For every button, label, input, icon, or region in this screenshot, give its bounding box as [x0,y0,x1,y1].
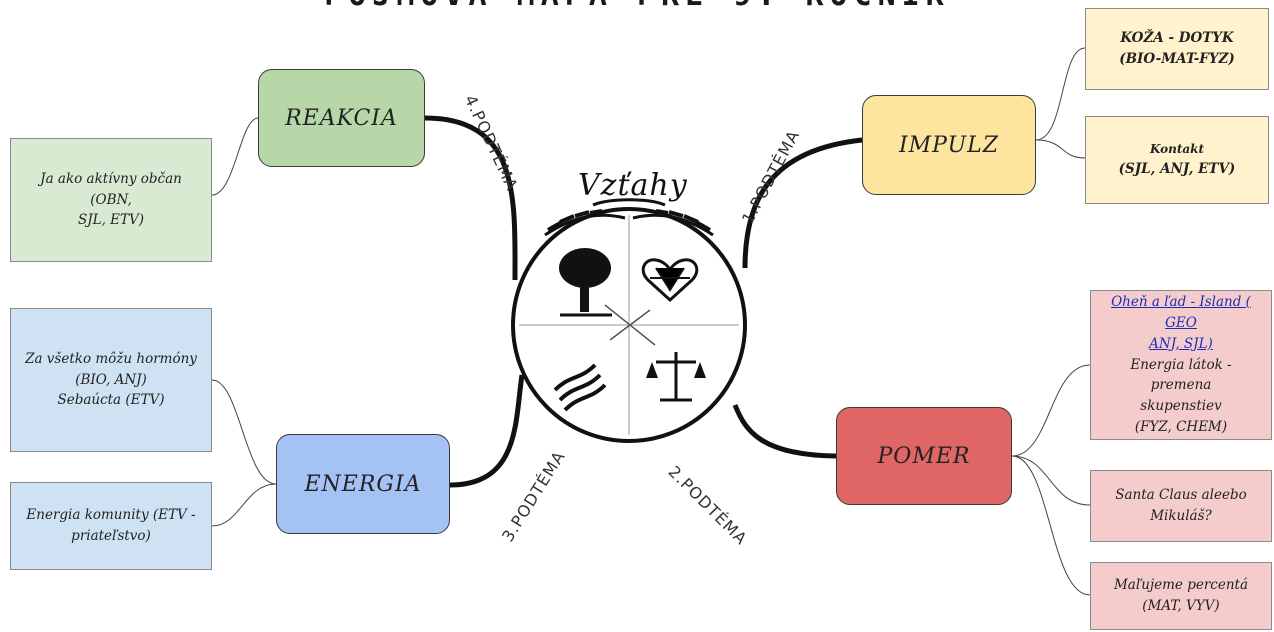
center-emblem [513,200,745,441]
leaf-impulz-1[interactable]: KOŽA - DOTYK (BIO-MAT-FYZ) [1085,8,1269,90]
node-reakcia[interactable]: REAKCIA [258,69,425,167]
center-label: Vzťahy [578,168,688,203]
leaf-line: (BIO, ANJ) [75,370,147,391]
leaf-link[interactable]: ANJ, SJL) [1149,334,1213,355]
leaf-pomer-2[interactable]: Santa Claus aleebo Mikuláš? [1090,470,1272,542]
node-pomer[interactable]: POMER [836,407,1012,505]
leaf-energia-2[interactable]: Energia komunity (ETV - priateľstvo) [10,482,212,570]
leaf-pomer-1[interactable]: Oheň a ľad - Island ( GEO ANJ, SJL) Ener… [1090,290,1272,440]
leaf-line: Za všetko môžu hormóny [25,349,197,370]
leaf-line: Ja ako aktívny občan (OBN, [19,169,203,211]
leaf-reakcia-1[interactable]: Ja ako aktívny občan (OBN, SJL, ETV) [10,138,212,262]
leaf-line: Energia látok - premena [1099,355,1263,397]
leaf-line: Mikuláš? [1150,506,1212,527]
leaf-line: (BIO-MAT-FYZ) [1119,49,1235,70]
leaf-impulz-2[interactable]: Kontakt (SJL, ANJ, ETV) [1085,116,1269,204]
leaf-line: (SJL, ANJ, ETV) [1119,159,1236,180]
leaf-line: Santa Claus aleebo [1115,485,1246,506]
leaf-line: priateľstvo) [71,526,151,547]
connector-energia [450,375,522,485]
leaf-energia-1[interactable]: Za všetko môžu hormóny (BIO, ANJ) Sebaúc… [10,308,212,452]
leaf-title: Kontakt [1150,140,1204,159]
leaf-line: (MAT, VYV) [1142,596,1219,617]
connector-pomer [735,405,836,456]
leaf-line: Maľujeme percentá [1114,575,1248,596]
leaf-line: skupenstiev [1140,396,1221,417]
leaf-line: KOŽA - DOTYK [1120,28,1233,49]
leaf-line: Energia komunity (ETV - [26,505,195,526]
leaf-line: (FYZ, CHEM) [1135,417,1227,438]
node-energia[interactable]: ENERGIA [276,434,450,534]
leaf-link[interactable]: Oheň a ľad - Island ( GEO [1099,292,1263,334]
leaf-line: Sebaúcta (ETV) [57,390,164,411]
leaf-pomer-3[interactable]: Maľujeme percentá (MAT, VYV) [1090,562,1272,630]
leaf-line: SJL, ETV) [78,210,144,231]
node-impulz[interactable]: IMPULZ [862,95,1036,195]
